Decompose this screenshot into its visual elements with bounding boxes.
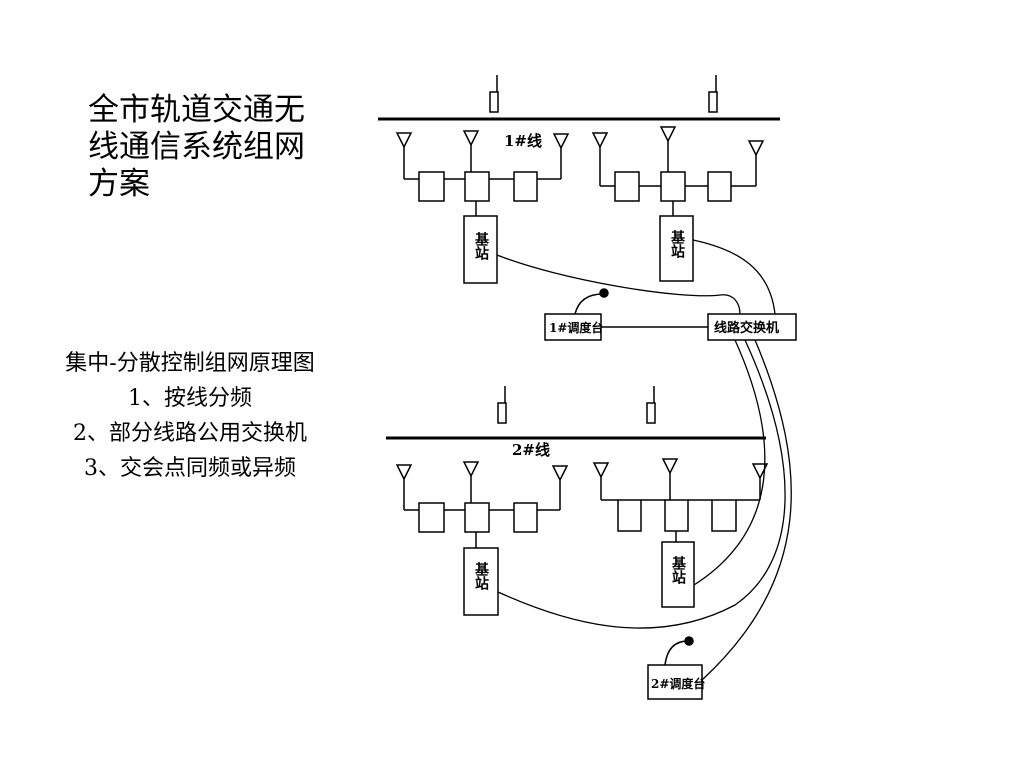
mast-antenna-icon bbox=[708, 75, 718, 113]
base-station-box bbox=[659, 215, 694, 282]
page-title-line: 线通信系统组网 bbox=[88, 129, 305, 165]
repeater-box bbox=[464, 171, 490, 202]
mast-antenna-icon bbox=[646, 386, 656, 424]
base-station-box bbox=[463, 547, 499, 616]
cell-group: 基站 bbox=[592, 458, 769, 608]
page-title-line: 方案 bbox=[88, 166, 150, 202]
repeater-box bbox=[464, 502, 490, 533]
repeater-box bbox=[614, 171, 640, 202]
antenna-icon bbox=[551, 465, 569, 482]
antenna-icon bbox=[591, 132, 609, 149]
repeater-box bbox=[418, 502, 445, 533]
repeater-box bbox=[513, 502, 538, 533]
principle-item: 3、交会点同频或异频 bbox=[84, 456, 296, 481]
base-station-label: 基站 bbox=[473, 561, 489, 591]
microphone-icon bbox=[684, 636, 694, 646]
repeater-box bbox=[711, 499, 737, 532]
dispatch2-label: 2#调度台 bbox=[651, 676, 705, 691]
principle-caption: 集中-分散控制组网原理图 1、按线分频 2、部分线路公用交换机 3、交会点同频或… bbox=[20, 346, 360, 486]
antenna-icon bbox=[661, 458, 679, 475]
page-title-line: 全市轨道交通无 bbox=[88, 92, 305, 128]
principle-item: 2、部分线路公用交换机 bbox=[73, 421, 307, 446]
antenna-icon bbox=[659, 126, 677, 143]
repeater-box bbox=[707, 171, 732, 202]
principle-item: 1、按线分频 bbox=[128, 386, 252, 411]
rail-line-2: 2#线 bbox=[386, 386, 766, 459]
cell-group: 基站 bbox=[395, 461, 569, 616]
switch-label: 线路交换机 bbox=[714, 320, 779, 336]
base-station-box bbox=[661, 541, 695, 608]
antenna-icon bbox=[747, 140, 765, 157]
dispatch-console-2: 2#调度台 bbox=[647, 636, 705, 700]
base-station-label: 基站 bbox=[670, 555, 686, 585]
rail-line-1: 1#线 bbox=[378, 75, 780, 150]
mast-antenna-icon bbox=[497, 386, 507, 424]
antenna-icon bbox=[552, 133, 570, 150]
mast-antenna-icon bbox=[489, 75, 499, 113]
base-station-label: 基站 bbox=[473, 231, 489, 261]
antenna-icon bbox=[462, 461, 480, 478]
repeater-box bbox=[660, 171, 686, 202]
repeater-box bbox=[664, 499, 689, 532]
principle-heading: 集中-分散控制组网原理图 bbox=[65, 351, 315, 376]
page-title: 全市轨道交通无 线通信系统组网 方案 bbox=[88, 92, 348, 203]
connection-cables bbox=[496, 239, 792, 681]
antenna-icon bbox=[592, 462, 610, 479]
cell-group: 基站 bbox=[395, 130, 570, 284]
repeater-box bbox=[617, 499, 642, 532]
line-switch: 线路交换机 bbox=[707, 313, 797, 341]
antenna-icon bbox=[751, 463, 769, 480]
line2-label: 2#线 bbox=[512, 441, 550, 459]
dispatch-console-1: 1#调度台 bbox=[544, 288, 609, 341]
microphone-icon bbox=[599, 288, 609, 298]
antenna-icon bbox=[462, 130, 480, 147]
line1-label: 1#线 bbox=[504, 132, 542, 150]
base-station-label: 基站 bbox=[669, 229, 685, 259]
dispatch1-label: 1#调度台 bbox=[549, 320, 603, 335]
antenna-icon bbox=[395, 464, 413, 481]
base-station-box bbox=[463, 215, 498, 284]
repeater-box bbox=[513, 171, 538, 202]
antenna-icon bbox=[395, 132, 413, 149]
cell-group: 基站 bbox=[591, 126, 765, 282]
repeater-box bbox=[418, 171, 445, 202]
